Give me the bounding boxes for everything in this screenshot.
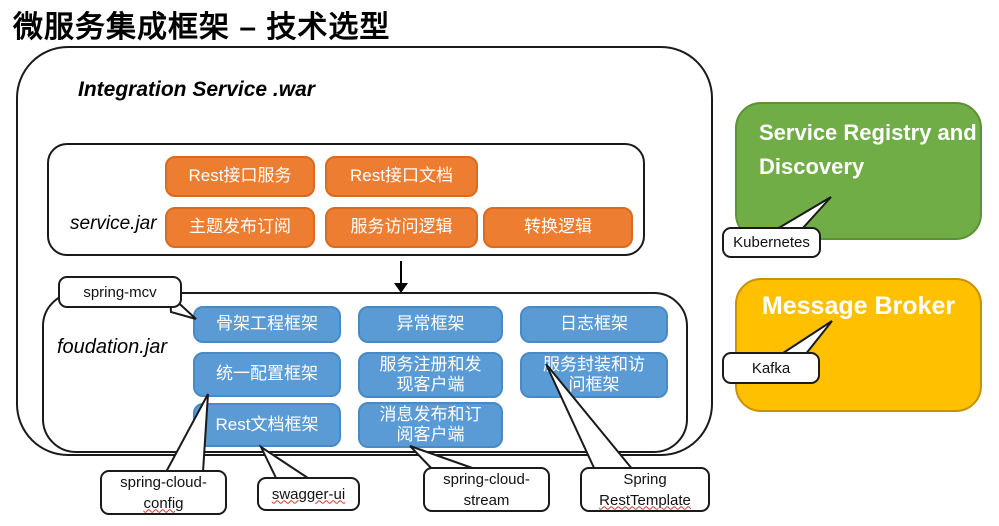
kubernetes-callout: Kubernetes [722,227,821,258]
spring-mvc-callout: spring-mcv [58,276,182,308]
kafka-callout: Kafka [722,352,820,384]
foundation-jar-label: foudation.jar [57,336,168,358]
swagger-ui-callout: swagger-ui [257,477,360,511]
rest-api-service-box: Rest接口服务 [165,156,315,197]
message-pubsub-client-box: 消息发布和订阅客户端 [358,402,503,448]
unified-config-framework-box: 统一配置框架 [193,352,341,397]
service-wrapper-access-box: 服务封装和访问框架 [520,352,668,398]
page-title: 微服务集成框架 – 技术选型 [13,11,391,44]
skeleton-framework-box: 骨架工程框架 [193,306,341,343]
rest-doc-framework-box: Rest文档框架 [193,403,341,447]
service-jar-label: service.jar [70,213,157,234]
spring-resttemplate-label: Spring RestTemplate [599,470,691,509]
service-access-logic-box: 服务访问逻辑 [325,207,478,248]
topic-pubsub-box: 主题发布订阅 [165,207,315,248]
message-broker-box: Message Broker [735,278,982,412]
spring-cloud-config-label: spring-cloud-config [120,473,207,512]
spring-resttemplate-callout: Spring RestTemplate [580,467,710,512]
service-registry-discovery-box: Service Registry and Discovery [735,102,982,240]
spring-cloud-stream-callout: spring-cloud-stream [423,467,550,512]
swagger-ui-label: swagger-ui [271,485,346,503]
spring-cloud-config-callout: spring-cloud-config [100,470,227,515]
service-registry-client-box: 服务注册和发现客户端 [358,352,503,398]
rest-api-doc-box: Rest接口文档 [325,156,478,197]
logging-framework-box: 日志框架 [520,306,668,343]
integration-war-label: Integration Service .war [78,78,315,101]
spring-cloud-stream-label: spring-cloud-stream [443,470,530,509]
exception-framework-box: 异常框架 [358,306,503,343]
transform-logic-box: 转换逻辑 [483,207,633,248]
